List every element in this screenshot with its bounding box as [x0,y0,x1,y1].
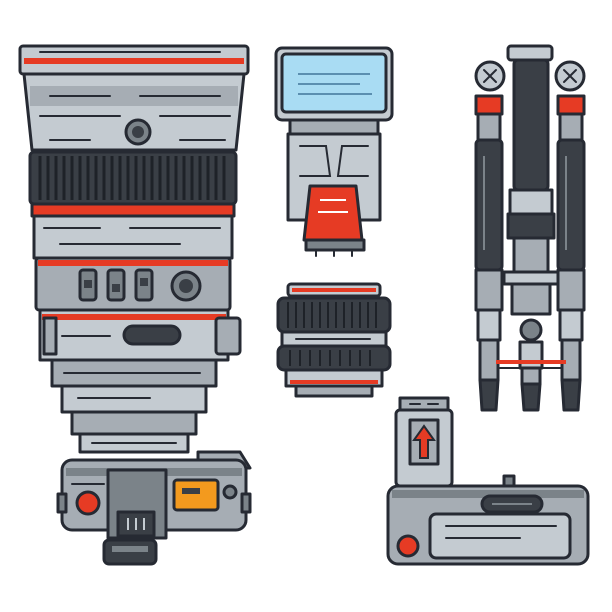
tripod-icon [474,44,586,412]
battery-grip-icon [386,396,590,566]
telephoto-lens-icon [18,44,250,454]
lens-ring-adapter-icon [276,282,392,398]
speedlight-flash-icon [274,46,394,257]
camera-body-icon [56,450,252,566]
